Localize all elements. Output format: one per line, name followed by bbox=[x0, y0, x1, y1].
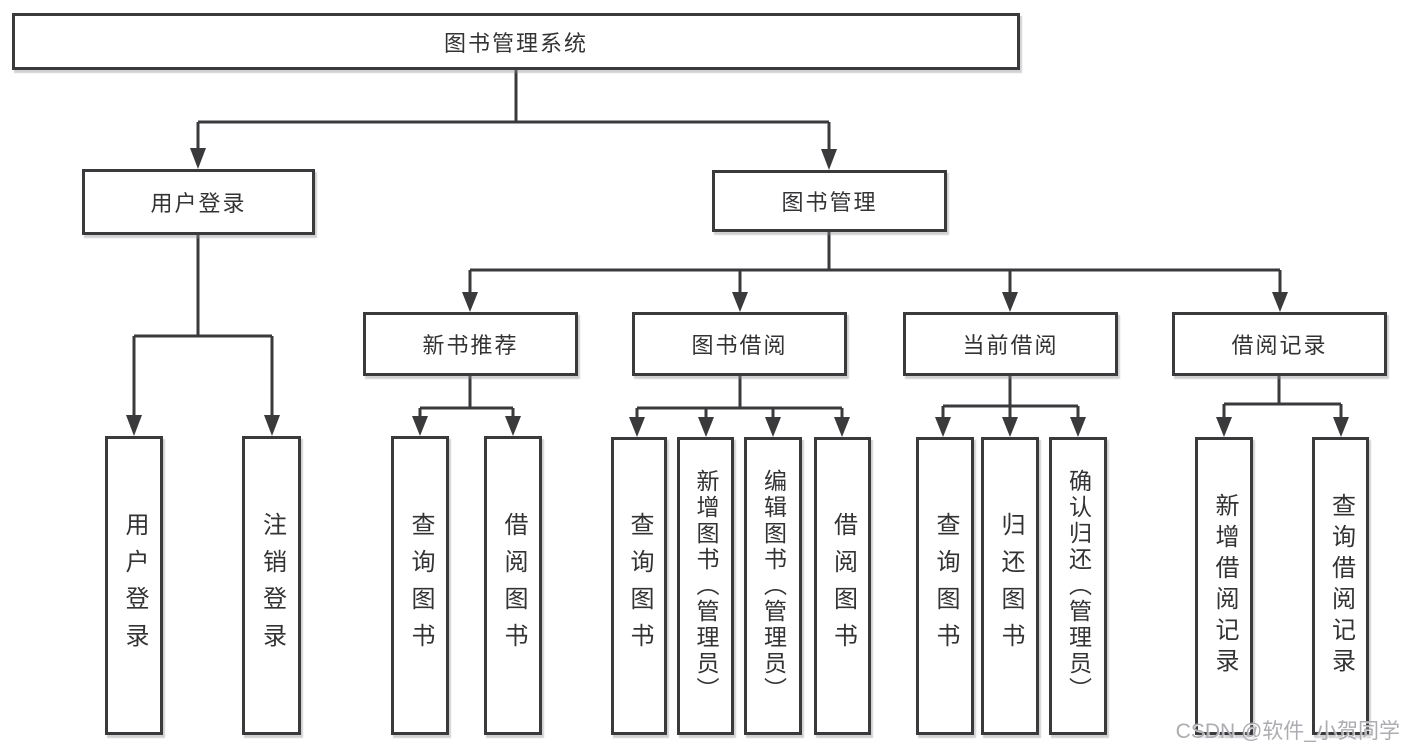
leaf-borrow-books-2: 借阅图书 bbox=[814, 437, 871, 735]
leaf-borrow-books-1-label: 借阅图书 bbox=[500, 511, 527, 660]
leaf-edit-books-admin: 编辑图书（管理员） bbox=[744, 437, 802, 735]
leaf-add-books-admin-label: 新增图书（管理员） bbox=[693, 469, 719, 703]
node-current-borrow: 当前借阅 bbox=[903, 312, 1118, 376]
node-borrow-records: 借阅记录 bbox=[1172, 312, 1387, 376]
arrow-down-icon bbox=[264, 415, 280, 436]
arrow-down-icon bbox=[190, 148, 206, 169]
leaf-borrow-books-2-label: 借阅图书 bbox=[829, 512, 857, 660]
leaf-add-borrow-record: 新增借阅记录 bbox=[1195, 437, 1253, 735]
node-root: 图书管理系统 bbox=[12, 13, 1020, 70]
arrow-down-icon bbox=[732, 292, 748, 312]
node-book-borrow-label: 图书借阅 bbox=[691, 333, 788, 358]
node-current-borrow-label: 当前借阅 bbox=[962, 333, 1059, 358]
watermark: CSDN @软件_小贺同学 bbox=[1175, 720, 1400, 743]
arrow-down-icon bbox=[698, 417, 714, 437]
arrow-down-icon bbox=[505, 416, 521, 436]
arrow-down-icon bbox=[462, 292, 478, 312]
node-root-label: 图书管理系统 bbox=[443, 30, 588, 56]
arrow-down-icon bbox=[1333, 417, 1349, 437]
arrow-down-icon bbox=[629, 417, 645, 437]
leaf-query-books-2-label: 查询图书 bbox=[626, 512, 653, 660]
arrow-down-icon bbox=[1216, 417, 1232, 437]
leaf-query-books-3: 查询图书 bbox=[916, 437, 974, 735]
arrow-down-icon bbox=[765, 417, 781, 437]
arrow-down-icon bbox=[126, 415, 142, 436]
leaf-query-borrow-record: 查询借阅记录 bbox=[1312, 437, 1369, 735]
leaf-confirm-return-admin-label: 确认归还（管理员） bbox=[1065, 469, 1092, 703]
node-book-management-label: 图书管理 bbox=[781, 190, 878, 215]
leaf-query-books-2: 查询图书 bbox=[611, 437, 667, 735]
node-borrow-records-label: 借阅记录 bbox=[1231, 333, 1328, 358]
node-new-book-recommend-label: 新书推荐 bbox=[422, 333, 519, 358]
leaf-borrow-books-1: 借阅图书 bbox=[484, 436, 542, 735]
leaf-edit-books-admin-label: 编辑图书（管理员） bbox=[760, 469, 787, 703]
leaf-user-login: 用户登录 bbox=[105, 436, 163, 735]
node-user-login-label: 用户登录 bbox=[150, 191, 247, 216]
leaf-confirm-return-admin: 确认归还（管理员） bbox=[1049, 437, 1107, 735]
arrow-down-icon bbox=[1070, 417, 1086, 437]
connector-arrowheads bbox=[126, 148, 1349, 437]
connector-segments bbox=[132, 70, 1343, 419]
leaf-query-books-3-label: 查询图书 bbox=[932, 512, 959, 660]
arrow-down-icon bbox=[1002, 417, 1018, 437]
leaf-user-login-label: 用户登录 bbox=[121, 511, 148, 660]
node-user-login: 用户登录 bbox=[82, 169, 315, 235]
arrow-down-icon bbox=[821, 149, 837, 170]
arrow-down-icon bbox=[834, 417, 850, 437]
leaf-add-borrow-record-label: 新增借阅记录 bbox=[1211, 493, 1238, 679]
arrow-down-icon bbox=[935, 417, 951, 437]
leaf-query-books-1-label: 查询图书 bbox=[407, 511, 434, 660]
node-book-management: 图书管理 bbox=[712, 170, 947, 232]
arrow-down-icon bbox=[1002, 292, 1018, 312]
leaf-return-books: 归还图书 bbox=[981, 437, 1039, 735]
arrow-down-icon bbox=[1272, 292, 1288, 312]
leaf-logout: 注销登录 bbox=[242, 436, 301, 735]
leaf-query-borrow-record-label: 查询借阅记录 bbox=[1327, 493, 1355, 679]
arrow-down-icon bbox=[412, 416, 428, 436]
node-new-book-recommend: 新书推荐 bbox=[363, 312, 578, 376]
node-book-borrow: 图书借阅 bbox=[632, 312, 847, 376]
leaf-return-books-label: 归还图书 bbox=[997, 512, 1024, 660]
leaf-query-books-1: 查询图书 bbox=[391, 436, 449, 735]
leaf-logout-label: 注销登录 bbox=[258, 511, 286, 660]
leaf-add-books-admin: 新增图书（管理员） bbox=[677, 437, 734, 735]
